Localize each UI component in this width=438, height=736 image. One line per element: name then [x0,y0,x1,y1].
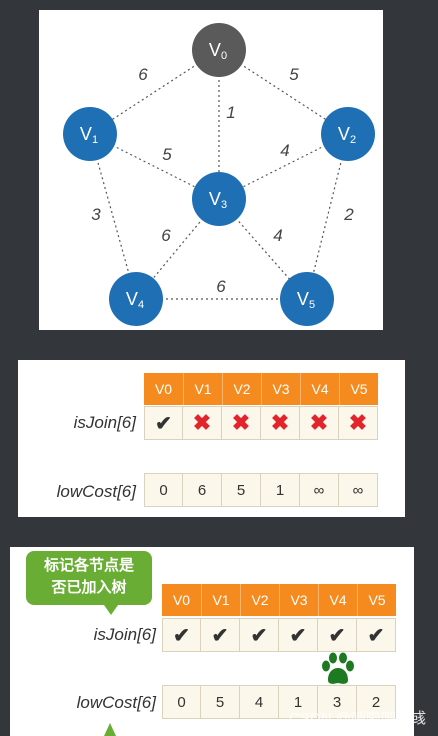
table2-isjoin-cell: ✔ [162,618,201,652]
table1-header-cell: V5 [339,373,378,405]
table1-lowcost-cell: 0 [144,473,183,507]
vertex-circle [321,107,375,161]
vertex-circle [63,107,117,161]
vertex-circle [192,172,246,226]
table1-header-row: V0 V1 V2 V3 V4 V5 [144,373,378,405]
table2-header-cell: V3 [279,584,318,616]
edge-weight-v3-v4: 6 [161,226,171,245]
table2-panel: 标记各节点是 否已加入树 V0 V1 V2 V3 V4 V5 isJoin[6]… [10,547,414,736]
table2-isjoin-mark: ✔ [328,624,346,647]
table2-isjoin-mark: ✔ [211,624,229,647]
table1-isjoin-mark: ✖ [309,410,329,435]
table1-isjoin-cell: ✖ [261,406,300,440]
table2-isjoin-row: ✔ ✔ ✔ ✔ ✔ ✔ [162,618,396,652]
table1-isjoin-mark: ✖ [348,410,368,435]
table2-lowcost-cell: 1 [279,685,318,719]
bubble-line: 标记各节点是 [43,557,134,574]
vertex-v1: V1 [63,107,117,161]
table2-lowcost-row: 0 5 4 1 3 2 [162,685,396,719]
table1-isjoin-mark: ✔ [155,412,172,435]
edge-weight-v1-v3: 5 [162,145,172,164]
edge-weight-v2-v3: 4 [280,141,289,160]
table2-isjoin-cell: ✔ [201,618,240,652]
table1-isjoin-label: isJoin[6] [73,413,136,432]
annotation-bubble: 标记各节点是 否已加入树 [26,551,152,605]
table2-lowcost-cell: 3 [318,685,357,719]
table2-isjoin-mark: ✔ [289,624,307,647]
table1-isjoin-row: ✔ ✖ ✖ ✖ ✖ ✖ [144,406,378,440]
edge-weight-v0-v3: 1 [226,103,235,122]
table2-lowcost-cell: 4 [240,685,279,719]
edge-weight-v0-v2: 5 [289,65,299,84]
table1-isjoin-mark: ✖ [192,410,212,435]
table1-lowcost-row: 0 6 5 1 ∞ ∞ [144,473,378,507]
table2-header-cell: V2 [240,584,279,616]
table1-header-cell: V2 [222,373,261,405]
table1-header-cell: V3 [261,373,300,405]
table1-lowcost-cell: ∞ [300,473,339,507]
table1-header-cell: V4 [300,373,339,405]
vertex-v3: V3 [192,172,246,226]
edge-v1-v4 [89,133,137,300]
bubble-tail [104,605,118,615]
table1-isjoin-cell: ✔ [144,406,183,440]
bubble-tail [104,723,116,736]
vertex-circle [109,272,163,326]
table2-header-cell: V5 [357,584,396,616]
table2-isjoin-cell: ✔ [318,618,357,652]
table1-panel: V0 V1 V2 V3 V4 V5 isJoin[6] ✔ ✖ ✖ ✖ ✖ ✖ … [18,360,405,517]
table2-header-cell: V1 [201,584,240,616]
table2-lowcost-cell: 5 [201,685,240,719]
edge-weight-v4-v5: 6 [216,277,226,296]
table1-isjoin-mark: ✖ [270,410,290,435]
vertex-v5: V5 [280,272,334,326]
table2-isjoin-cell: ✔ [357,618,396,652]
table2-lowcost-cell: 2 [357,685,396,719]
table1-isjoin-cell: ✖ [222,406,261,440]
table2-lowcost-cell: 0 [162,685,201,719]
table1-isjoin-cell: ✖ [300,406,339,440]
table1-lowcost-cell: 5 [222,473,261,507]
table2-isjoin-mark: ✔ [250,624,268,647]
vertex-v0: V0 [192,23,246,77]
table2-isjoin-mark: ✔ [173,624,190,647]
table2-header-row: V0 V1 V2 V3 V4 V5 [162,584,396,616]
vertex-circle [280,272,334,326]
table1-lowcost-cell: ∞ [339,473,378,507]
table2-lowcost-label: lowCost[6] [76,693,156,712]
table1-lowcost-cell: 1 [261,473,300,507]
edge-weight-v2-v5: 2 [343,205,354,224]
edge-weight-v0-v1: 6 [138,65,148,84]
edge-v2-v5 [306,133,349,300]
table1-isjoin-cell: ✖ [339,406,378,440]
table2-isjoin-label: isJoin[6] [93,625,156,644]
table2-isjoin-cell: ✔ [279,618,318,652]
vertex-v2: V2 [321,107,375,161]
table1-lowcost-cell: 6 [183,473,222,507]
table1-header-cell: V1 [183,373,222,405]
table1-isjoin-mark: ✖ [231,410,251,435]
table2-isjoin-mark: ✔ [367,624,385,647]
table1-lowcost-label: lowCost[6] [56,482,136,501]
bubble-line: 否已加入树 [51,579,127,596]
paw-icon [322,652,354,684]
vertex-circle [192,23,246,77]
vertex-v4: V4 [109,272,163,326]
table2-header-cell: V4 [318,584,357,616]
table2-isjoin-cell: ✔ [240,618,279,652]
table1-header-cell: V0 [144,373,183,405]
edge-weight-v1-v4: 3 [91,205,101,224]
table1-isjoin-cell: ✖ [183,406,222,440]
edge-weight-v3-v5: 4 [273,226,282,245]
table2-header-cell: V0 [162,584,201,616]
watermark: CSDN @吧啦吧啦彧 [289,710,426,727]
